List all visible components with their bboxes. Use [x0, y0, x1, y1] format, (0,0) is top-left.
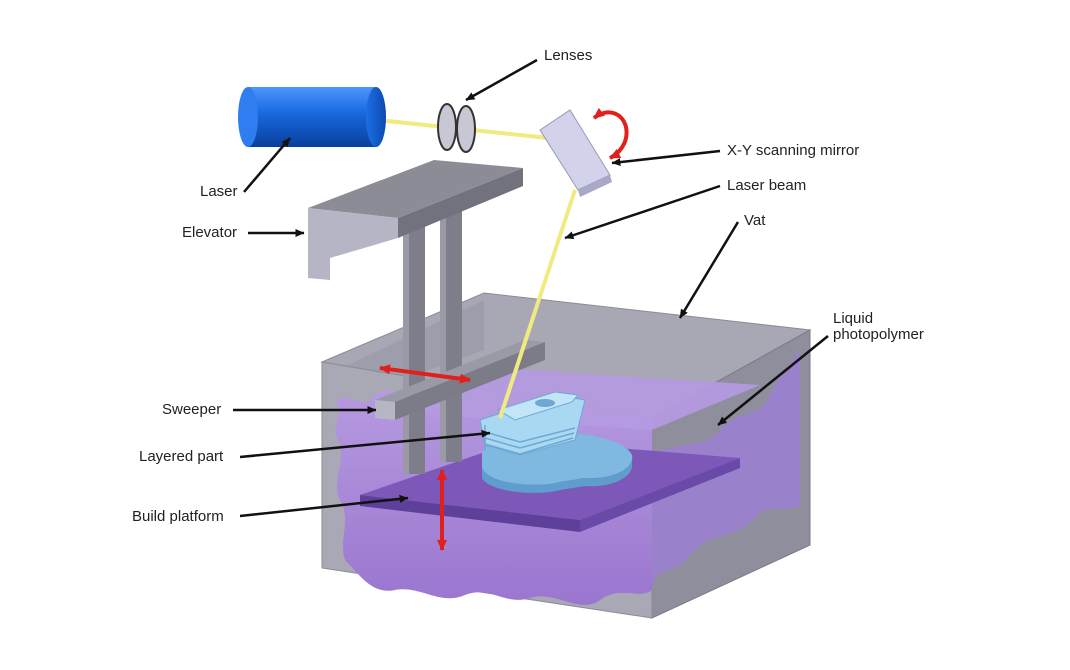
laser	[238, 87, 386, 147]
label-laser-beam: Laser beam	[727, 177, 806, 194]
callout-arrows	[233, 58, 829, 518]
motion-arrows	[379, 107, 629, 551]
label-elevator: Elevator	[182, 224, 237, 241]
label-liquid-line1: Liquid	[833, 310, 873, 327]
lenses	[437, 103, 476, 153]
lenses-pointer	[465, 58, 538, 102]
label-build-platform: Build platform	[132, 508, 224, 525]
liquid-pointer	[717, 335, 829, 426]
label-layered-part: Layered part	[139, 448, 224, 465]
labels: Lenses Laser X-Y scanning mirror Laser b…	[132, 47, 924, 525]
scanning-mirror	[539, 109, 612, 197]
label-liquid-line2: photopolymer	[833, 326, 924, 343]
laser-beam-pointer	[564, 184, 721, 240]
laser-pointer	[243, 137, 291, 193]
label-laser: Laser	[200, 183, 238, 200]
layered-part	[479, 391, 633, 493]
label-lenses: Lenses	[544, 47, 592, 64]
label-sweeper: Sweeper	[162, 401, 221, 418]
layered-part-pointer	[239, 429, 491, 459]
sweeper-motion-arrow	[379, 364, 471, 384]
label-vat: Vat	[744, 212, 766, 229]
mirror-rotation-arrow	[592, 107, 629, 160]
mirror-pointer	[611, 149, 721, 167]
vat-pointer	[678, 221, 740, 319]
build-platform-pointer	[239, 494, 409, 518]
label-scanning-mirror: X-Y scanning mirror	[727, 142, 859, 159]
